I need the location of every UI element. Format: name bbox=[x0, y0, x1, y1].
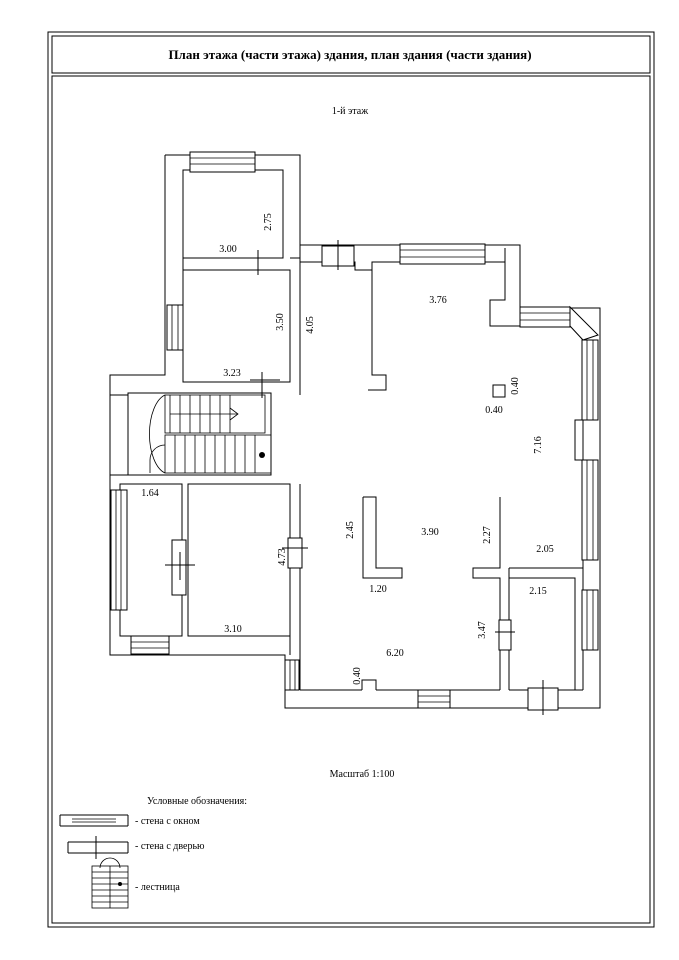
drawing-area bbox=[51, 75, 651, 924]
svg-text:3.90: 3.90 bbox=[421, 527, 439, 538]
svg-text:2.15: 2.15 bbox=[529, 586, 547, 597]
room-bedroom-3 bbox=[187, 483, 291, 637]
title-box bbox=[51, 35, 651, 74]
svg-text:0.40: 0.40 bbox=[485, 405, 503, 416]
svg-text:3.76: 3.76 bbox=[429, 295, 447, 306]
window-wall-icon bbox=[59, 814, 129, 827]
staircase-icon bbox=[149, 394, 272, 474]
svg-text:2.75: 2.75 bbox=[263, 213, 274, 231]
svg-text:2.45: 2.45 bbox=[345, 521, 356, 539]
svg-text:6.20: 6.20 bbox=[386, 648, 404, 659]
windows bbox=[110, 151, 599, 709]
svg-text:0.40: 0.40 bbox=[510, 377, 521, 395]
svg-text:4.05: 4.05 bbox=[305, 316, 316, 334]
floor-label: 1-й этаж bbox=[332, 106, 368, 117]
svg-text:3.10: 3.10 bbox=[224, 624, 242, 635]
legend: Условные обозначения: - стена с окном - … bbox=[59, 796, 247, 909]
svg-text:0.40: 0.40 bbox=[352, 667, 363, 685]
svg-text:2.27: 2.27 bbox=[482, 526, 493, 544]
scale-label: Масштаб 1:100 bbox=[330, 769, 395, 780]
legend-label-stairs: - лестница bbox=[135, 882, 180, 893]
sheet-border bbox=[47, 31, 655, 928]
column-square bbox=[492, 384, 506, 398]
legend-label-door: - стена с дверью bbox=[135, 841, 205, 852]
room-bedroom-2 bbox=[182, 269, 291, 383]
staircase-area bbox=[127, 392, 272, 476]
dimension-labels: 2.75 3.00 3.50 4.05 3.23 3.76 0.40 0.40 … bbox=[141, 213, 554, 685]
legend-title: Условные обозначения: bbox=[147, 796, 247, 807]
svg-text:7.16: 7.16 bbox=[533, 436, 544, 454]
svg-text:3.47: 3.47 bbox=[477, 621, 488, 639]
svg-text:3.23: 3.23 bbox=[223, 368, 241, 379]
legend-label-window: - стена с окном bbox=[135, 816, 200, 827]
svg-text:1.64: 1.64 bbox=[141, 488, 159, 499]
svg-text:1.20: 1.20 bbox=[369, 584, 387, 595]
svg-text:4.73: 4.73 bbox=[277, 548, 288, 566]
building-walls bbox=[109, 154, 601, 709]
sheet-title: План этажа (части этажа) здания, план зд… bbox=[168, 47, 531, 62]
doors bbox=[165, 240, 559, 715]
staircase-legend-icon bbox=[91, 857, 129, 909]
door-wall-icon bbox=[67, 836, 129, 859]
svg-text:3.50: 3.50 bbox=[275, 313, 286, 331]
svg-text:2.05: 2.05 bbox=[536, 544, 554, 555]
svg-text:3.00: 3.00 bbox=[219, 244, 237, 255]
